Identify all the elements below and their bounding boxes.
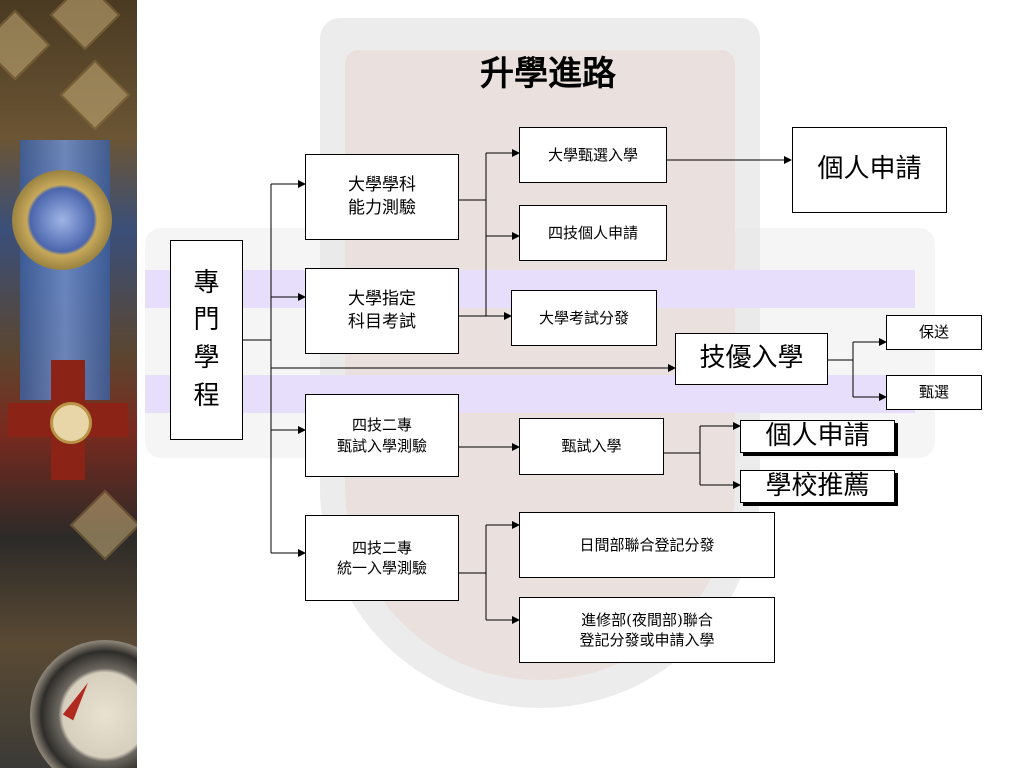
- outcome-personal-application: 個人申請: [792, 127, 947, 213]
- outcome-school-recommendation: 學校推薦: [740, 470, 895, 503]
- route-tech-personal: 四技個人申請: [519, 205, 667, 261]
- route-selection-admission: 甄試入學: [519, 418, 664, 475]
- root-node-label: 專門學程: [193, 267, 220, 411]
- root-node: 專門學程: [170, 240, 243, 440]
- route-night-division: 進修部(夜間部)聯合 登記分發或申請入學: [519, 597, 775, 663]
- route-day-division: 日間部聯合登記分發: [519, 512, 775, 578]
- test-gsat: 大學學科 能力測驗: [305, 154, 459, 240]
- outcome-talent-admission: 技優入學: [675, 333, 828, 385]
- outcome-recommended: 保送: [886, 315, 982, 350]
- page-title: 升學進路: [480, 54, 616, 94]
- decorative-photo-strip: [0, 0, 137, 768]
- test-tech-selection: 四技二專 甄試入學測驗: [305, 394, 459, 477]
- test-ast: 大學指定 科目考試: [305, 268, 459, 354]
- route-univ-exam-allocation: 大學考試分發: [511, 290, 657, 346]
- outcome-screening: 甄選: [886, 375, 982, 410]
- rosette-medal-icon: [12, 170, 112, 270]
- route-univ-selection: 大學甄選入學: [519, 127, 667, 183]
- test-tech-unified: 四技二專 統一入學測驗: [305, 515, 459, 601]
- outcome-personal-application-tech: 個人申請: [740, 420, 895, 453]
